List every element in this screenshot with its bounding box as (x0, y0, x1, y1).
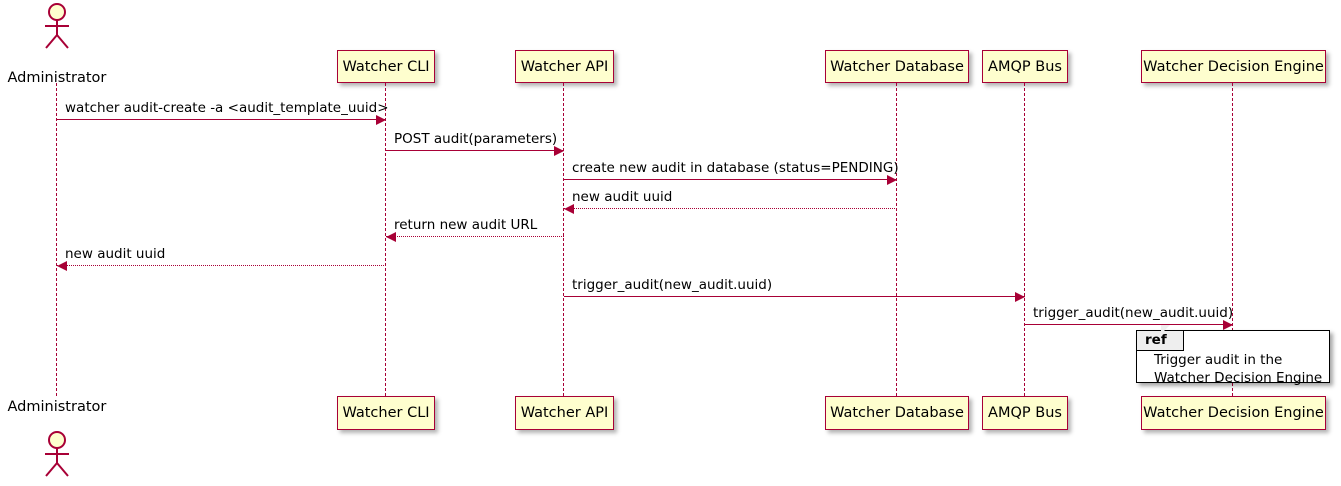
ref-fragment-line: Watcher Decision Engine (1154, 370, 1323, 386)
participant-label: Watcher API (520, 405, 609, 421)
participant-label: Watcher CLI (342, 405, 430, 421)
msg-trigger-audit-bus-arrowhead (1015, 291, 1025, 302)
msg-trigger-audit-bus-label: trigger_audit(new_audit.uuid) (572, 277, 773, 293)
msg-new-audit-uuid-cli-label: new audit uuid (65, 246, 166, 262)
lifeline-watcher-cli (385, 83, 387, 396)
participant-watcher-decision-engine-bottom[interactable]: Watcher Decision Engine (1141, 396, 1326, 430)
msg-new-audit-uuid-db-arrowhead (564, 203, 574, 214)
msg-new-audit-uuid-cli-arrowhead (57, 260, 67, 271)
msg-trigger-audit-engine (1025, 324, 1233, 325)
actor-label-bottom: Administrator (7, 399, 107, 415)
participant-label: Watcher Decision Engine (1143, 58, 1324, 75)
participant-label: AMQP Bus (988, 405, 1062, 421)
participant-label: Watcher CLI (342, 58, 430, 75)
msg-post-audit-arrowhead (554, 145, 564, 156)
lifeline-amqp-bus (1024, 83, 1026, 396)
msg-return-new-audit-url-arrowhead (386, 231, 396, 242)
msg-create-new-audit-label: create new audit in database (status=PEN… (572, 160, 899, 176)
msg-create-new-audit (564, 179, 897, 180)
participant-label: Watcher Database (830, 58, 964, 75)
participant-watcher-decision-engine-top[interactable]: Watcher Decision Engine (1141, 50, 1326, 83)
msg-new-audit-uuid-cli (57, 265, 386, 266)
msg-new-audit-uuid-db (564, 208, 897, 209)
participant-amqp-bus-top[interactable]: AMQP Bus (982, 50, 1068, 83)
msg-watcher-audit-create-label: watcher audit-create -a <audit_template_… (65, 100, 389, 116)
participant-watcher-database-top[interactable]: Watcher Database (825, 50, 969, 83)
msg-trigger-audit-bus (564, 296, 1025, 297)
msg-post-audit (386, 150, 564, 151)
participant-label: Watcher Database (830, 405, 964, 421)
actor-label-top: Administrator (7, 70, 107, 86)
participant-label: Watcher Decision Engine (1143, 405, 1324, 421)
lifeline-watcher-database (896, 83, 898, 396)
ref-fragment-tab-notch (1161, 325, 1170, 334)
msg-post-audit-label: POST audit(parameters) (394, 131, 558, 147)
actor-figure-bottom (45, 431, 69, 477)
actor-figure-top (45, 3, 69, 49)
participant-label: AMQP Bus (988, 58, 1062, 75)
msg-return-new-audit-url-label: return new audit URL (394, 217, 538, 233)
participant-watcher-cli-top[interactable]: Watcher CLI (337, 50, 435, 83)
msg-trigger-audit-engine-label: trigger_audit(new_audit.uuid) (1033, 305, 1234, 321)
ref-trigger-audit: ref (1136, 330, 1330, 383)
msg-new-audit-uuid-db-label: new audit uuid (572, 189, 673, 205)
lifeline-watcher-decision-engine (1232, 83, 1234, 396)
ref-fragment-tab-label: ref (1137, 331, 1184, 351)
participant-amqp-bus-bottom[interactable]: AMQP Bus (982, 396, 1068, 430)
lifeline-administrator (56, 83, 58, 396)
participant-watcher-database-bottom[interactable]: Watcher Database (825, 396, 969, 430)
ref-fragment-line: Trigger audit in the (1154, 352, 1283, 368)
msg-return-new-audit-url (386, 236, 564, 237)
lifeline-watcher-api (563, 83, 565, 396)
msg-trigger-audit-engine-arrowhead (1223, 319, 1233, 330)
participant-watcher-cli-bottom[interactable]: Watcher CLI (337, 396, 435, 430)
msg-create-new-audit-arrowhead (887, 174, 897, 185)
msg-watcher-audit-create-arrowhead (376, 114, 386, 125)
participant-watcher-api-bottom[interactable]: Watcher API (515, 396, 614, 430)
msg-watcher-audit-create (57, 119, 386, 120)
participant-watcher-api-top[interactable]: Watcher API (515, 50, 614, 83)
participant-label: Watcher API (520, 58, 609, 75)
